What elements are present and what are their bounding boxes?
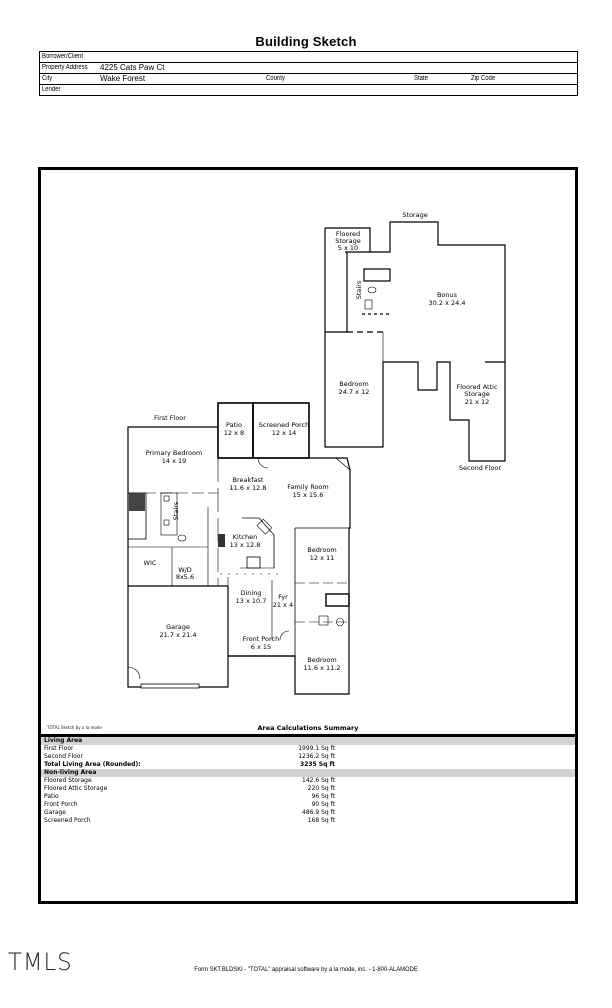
room-label: Floored Attic [456,383,497,391]
borrower-label: Borrower/Client [42,53,84,60]
sketch-frame [38,167,578,904]
address-label: Property Address [42,64,88,71]
summary-title: Area Calculations Summary [257,724,359,732]
section-label: Non-living Area [44,769,97,776]
room-label: Garage [166,623,190,631]
nonliving-area-header: Non-living Area [41,769,575,777]
row-value: 168 Sq ft [307,817,335,824]
summary-row: Patio 96 Sq ft [41,793,575,801]
room-label: Dining [241,589,262,597]
summary-row: Garage 486.9 Sq ft [41,809,575,817]
row-label: Second Floor [44,753,83,760]
room-dims: 11.6 x 12.8 [230,484,267,492]
summary-row: Floored Storage 142.6 Sq ft [41,777,575,785]
row-value: 486.9 Sq ft [302,809,335,816]
room-dims: 6 x 15 [251,643,271,651]
row-value: 3235 Sq ft [300,761,335,768]
first-floor-label: First Floor [154,414,186,422]
room-label: WIC [144,559,157,567]
row-value: 90 Sq ft [311,801,335,808]
room-label: Bonus [437,291,458,299]
row-value: 142.6 Sq ft [302,777,335,784]
row-label: Screened Porch [44,817,91,824]
row-value: 220 Sq ft [307,785,335,792]
city-value: Wake Forest [100,74,146,83]
room-label: Kitchen [233,533,257,541]
second-floor-walls [325,221,506,363]
room-label: Floored [336,230,360,238]
room-dims: 24.7 x 12 [339,388,370,396]
row-label: Floored Storage [44,777,92,784]
sketch-credit: TOTAL Sketch by a la mode [47,725,102,730]
summary-header: TOTAL Sketch by a la mode Area Calculati… [41,722,575,734]
address-row: Property Address 4225 Cats Paw Ct [40,63,577,74]
row-label: First Floor [44,745,74,752]
address-value: 4225 Cats Paw Ct [100,63,165,72]
room-dims: 12 x 8 [224,429,244,437]
second-floor-label: Second Floor [459,464,501,472]
row-label: Front Porch [44,801,78,808]
city-label: City [42,75,53,82]
lender-row: Lender [40,85,577,95]
stairs-label: Stairs [172,501,180,520]
summary-row: First Floor 1999.1 Sq ft [41,745,575,753]
mls-logo: TMLS [8,948,73,976]
row-label: Patio [44,793,59,800]
room-dims: 11.6 x 11.2 [304,664,341,672]
row-value: 1236.2 Sq ft [298,753,335,760]
room-dims: 21.7 x 21.4 [160,631,197,639]
document-title: Building Sketch [255,34,357,49]
room-dims: 12 x 11 [310,554,335,562]
county-label: County [266,75,285,82]
borrower-row: Borrower/Client [40,52,577,63]
room-dims: 8x5.6 [176,573,194,581]
summary-row: Front Porch 90 Sq ft [41,801,575,809]
room-label: Screened Porch [259,421,309,429]
living-area-header: Living Area [41,737,575,745]
zip-label: Zip Code [471,75,496,82]
row-value: 1999.1 Sq ft [298,745,335,752]
room-label: Bedroom [339,380,368,388]
room-label: Patio [226,421,242,429]
room-dims: 12 x 14 [272,429,297,437]
summary-row: Screened Porch 168 Sq ft [41,817,575,825]
room-dims: 30.2 x 24.4 [429,299,466,307]
row-value: 96 Sq ft [311,793,335,800]
row-label: Total Living Area (Rounded): [44,761,141,768]
room-dims: 13 x 12.8 [230,541,261,549]
room-label: Breakfast [233,476,264,484]
summary-row: Floored Attic Storage 220 Sq ft [41,785,575,793]
room-label: Fyr [278,593,288,601]
room-dims: 15 x 15.6 [293,491,324,499]
room-label: Bedroom [307,656,336,664]
room-label: Storage [464,390,489,398]
room-label: Front Porch [243,635,279,643]
floor-plan-sketch: Storage Floored Storage 5 x 10 Stairs Bo… [127,211,506,695]
room-label: Family Room [287,483,329,491]
room-label: Storage [335,237,360,245]
room-label: W/D [178,566,192,574]
section-label: Living Area [44,737,83,744]
room-dims: 14 x 19 [162,457,187,465]
room-dims: 5 x 10 [338,244,358,252]
total-row: Total Living Area (Rounded): 3235 Sq ft [41,761,575,769]
city-row: City Wake Forest County State Zip Code [40,74,577,85]
stairs-label: Stairs [355,280,363,299]
room-label: Primary Bedroom [146,449,203,457]
row-label: Garage [44,809,66,816]
summary-row: Second Floor 1236.2 Sq ft [41,753,575,761]
room-label: Bedroom [307,546,336,554]
room-dims: 13 x 10.7 [236,597,267,605]
room-dims: 21 x 12 [465,398,490,406]
storage-label: Storage [402,211,427,219]
lender-label: Lender [42,86,61,93]
room-dims: 21 x 4 [273,601,293,609]
row-label: Floored Attic Storage [44,785,108,792]
state-label: State [414,75,428,82]
area-summary-table: Living Area First Floor 1999.1 Sq ft Seco… [41,734,575,825]
form-footer: Form SKT.BLDSKI - "TOTAL" appraisal soft… [194,966,418,973]
property-info-table: Borrower/Client Property Address 4225 Ca… [39,51,578,96]
